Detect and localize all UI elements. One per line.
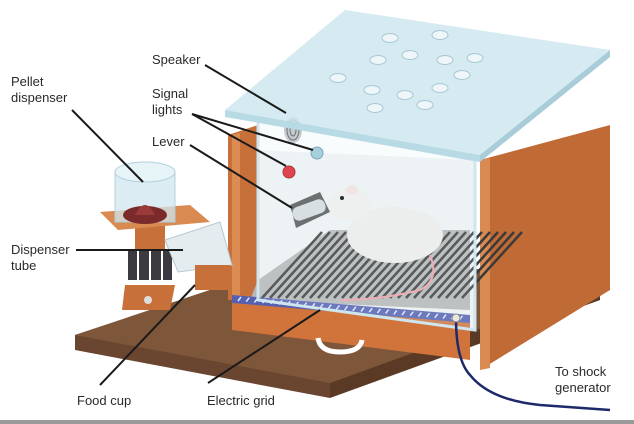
grid-stud: [245, 297, 250, 303]
label-pellet-dispenser: Pellet dispenser: [11, 74, 68, 105]
grid-bar: [437, 231, 499, 299]
air-hole: [466, 53, 484, 63]
label-signal-lights: Signal lights: [152, 86, 189, 117]
bottom-border: [0, 420, 634, 424]
air-hole: [431, 30, 449, 40]
air-hole: [369, 55, 387, 65]
air-hole: [453, 70, 471, 80]
cable-connector: [451, 313, 461, 323]
lever: [290, 192, 330, 228]
dispenser-tube: [164, 221, 233, 273]
grid-bar: [405, 231, 467, 299]
grid-bar: [261, 231, 323, 299]
grid-bar: [421, 231, 483, 299]
grid-bar: [397, 231, 459, 299]
label-lever: Lever: [152, 134, 185, 149]
air-hole: [416, 100, 434, 110]
grid-bar: [269, 231, 331, 299]
left-wall: [228, 125, 258, 300]
label-speaker: Speaker: [152, 52, 201, 67]
air-hole: [396, 90, 414, 100]
label-dispenser-tube: Dispenser tube: [11, 242, 70, 273]
food-cup: [195, 265, 230, 290]
grid-stud: [344, 305, 349, 311]
grid-stud: [360, 307, 365, 312]
grid-stud: [335, 304, 340, 310]
shock-cable: [454, 317, 611, 412]
label-electric-grid: Electric grid: [207, 393, 275, 408]
grid-stud: [393, 309, 398, 315]
label-to-shock-generator: To shock generator: [555, 364, 611, 395]
leader-lines: [71, 64, 321, 386]
air-hole: [381, 33, 399, 43]
grid-stud: [385, 309, 390, 315]
air-hole: [363, 85, 381, 95]
grid-bar: [277, 231, 339, 299]
grid-stud: [442, 314, 447, 319]
glass-top: [225, 10, 610, 162]
pellet-dispenser: [100, 161, 210, 310]
grid-stud: [327, 304, 332, 310]
grid-stud: [376, 308, 381, 314]
signal-light-red: [282, 165, 296, 179]
air-hole: [401, 50, 419, 60]
signal-light-blue: [310, 146, 324, 160]
grid-stud: [409, 311, 414, 317]
air-hole: [431, 83, 449, 93]
grid-bar: [293, 231, 355, 299]
grid-stud: [352, 306, 357, 312]
grid-stud: [426, 312, 431, 318]
grid-stud: [434, 313, 439, 319]
grid-stud: [401, 310, 406, 316]
grid-bar: [285, 231, 347, 299]
grid-stud: [417, 311, 422, 317]
rat: [328, 185, 443, 301]
label-food-cup: Food cup: [77, 393, 132, 408]
air-hole: [436, 55, 454, 65]
air-hole: [366, 103, 384, 113]
grid-bar: [429, 231, 491, 299]
grid-bar: [461, 231, 523, 299]
grid-stud: [237, 296, 242, 302]
grid-stud: [368, 307, 373, 313]
air-hole: [329, 73, 347, 83]
grid-bar: [453, 231, 515, 299]
